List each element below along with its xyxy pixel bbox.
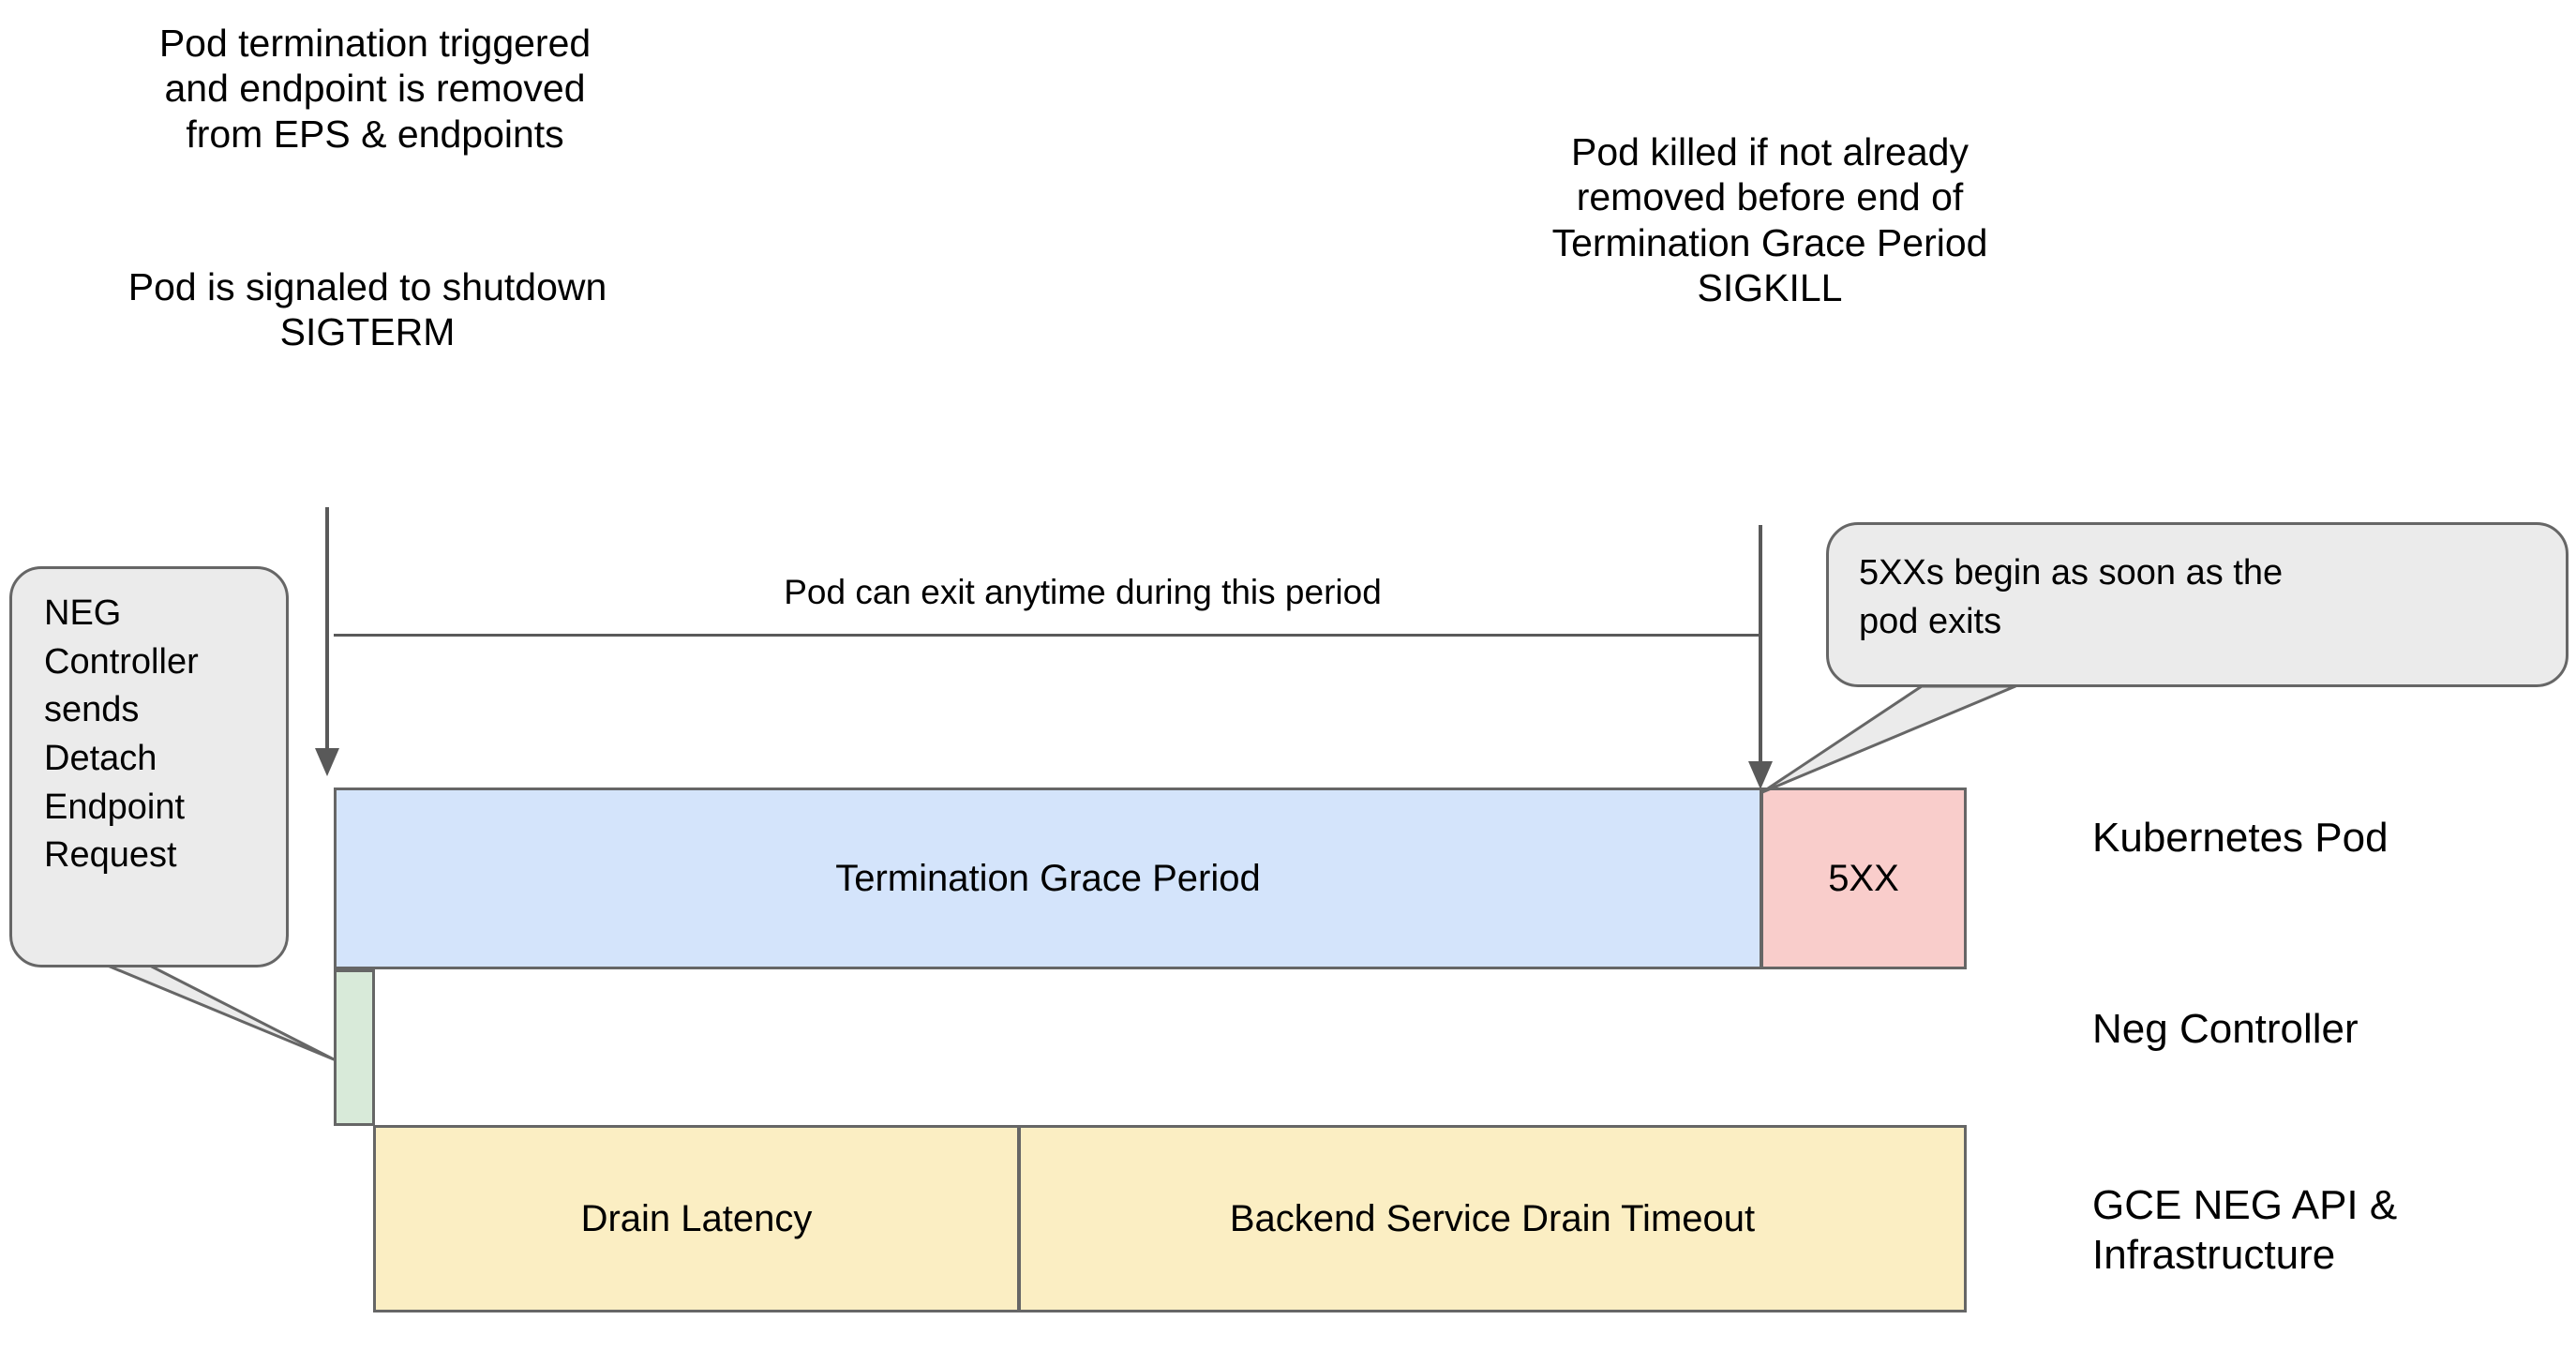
annotation-pod-signaled-shutdown: Pod is signaled to shutdown SIGTERM <box>127 265 607 354</box>
arrow-head-icon <box>315 748 339 776</box>
arrow-head-icon <box>1748 761 1773 789</box>
annotation-pod-killed-sigkill: Pod killed if not already removed before… <box>1551 130 1988 310</box>
period-span-label: Pod can exit anytime during this period <box>784 573 1382 611</box>
period-span-rule <box>334 634 1761 637</box>
callout-five-xx[interactable]: 5XXs begin as soon as the pod exits <box>1826 522 2569 687</box>
marker-arrow-termination-start <box>315 507 339 776</box>
callout-tail-shape <box>1760 684 2017 794</box>
arrow-shaft <box>325 507 329 748</box>
drain-latency-bar[interactable]: Drain Latency <box>373 1125 1020 1312</box>
neg-controller-bar[interactable] <box>334 969 375 1126</box>
five-xx-bar[interactable]: 5XX <box>1760 788 1967 969</box>
lane-label-kubernetes-pod: Kubernetes Pod <box>2092 815 2389 861</box>
annotation-pod-termination-triggered: Pod termination triggered and endpoint i… <box>158 22 592 156</box>
arrow-shaft <box>1759 525 1762 761</box>
callout-tail-shape <box>101 962 336 1061</box>
backend-service-drain-timeout-bar[interactable]: Backend Service Drain Timeout <box>1018 1125 1967 1312</box>
lane-label-neg-controller: Neg Controller <box>2092 1006 2359 1052</box>
termination-grace-period-bar[interactable]: Termination Grace Period <box>334 788 1762 969</box>
callout-neg-controller[interactable]: NEG Controller sends Detach Endpoint Req… <box>9 566 289 968</box>
lane-label-gce-neg-api: GCE NEG API & Infrastructure <box>2092 1182 2398 1278</box>
marker-arrow-grace-period-end <box>1748 525 1773 789</box>
